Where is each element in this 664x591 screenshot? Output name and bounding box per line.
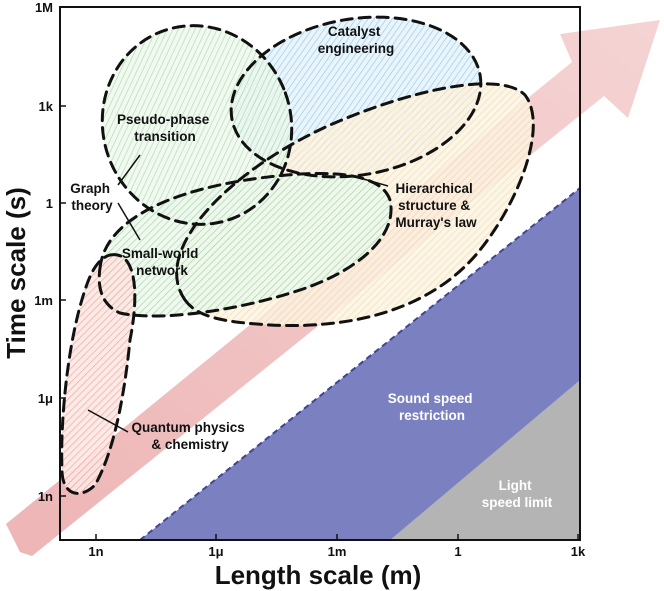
graph-theory-leader-up <box>117 154 141 186</box>
y-axis-title: Time scale (s) <box>1 187 31 359</box>
sound-speed-label: Sound speed restriction <box>388 391 477 423</box>
x-tick-1m: 1m <box>328 544 347 559</box>
y-tick-1n: 1n <box>38 489 53 504</box>
x-tick-1u: 1μ <box>208 544 223 559</box>
x-tick-1n: 1n <box>88 544 103 559</box>
hierarchical-outline <box>175 82 535 328</box>
quantum-region <box>61 254 135 494</box>
quantum-leader <box>87 409 129 433</box>
pseudo-phase-outline <box>100 24 294 226</box>
x-tick-1: 1 <box>454 544 461 559</box>
plot-frame <box>59 6 581 541</box>
graph-theory-label: Graph theory <box>70 181 114 213</box>
hierarchical-leader <box>359 177 389 187</box>
graph-theory-leader-down <box>117 202 141 241</box>
y-tick-1u: 1μ <box>38 391 53 406</box>
y-tick-1k: 1k <box>39 99 54 114</box>
catalyst-outline <box>229 15 483 179</box>
catalyst-label: Catalyst engineering <box>318 24 395 56</box>
pseudo-phase-label: Pseudo-phase transition <box>117 112 213 144</box>
x-tick-1k: 1k <box>571 544 586 559</box>
x-axis-title: Length scale (m) <box>215 560 422 590</box>
y-tick-1: 1 <box>46 196 53 211</box>
small-world-outline <box>97 172 393 318</box>
quantum-outline <box>60 253 137 495</box>
light-speed-label: Light speed limit <box>482 478 553 510</box>
quantum-label: Quantum physics & chemistry <box>131 420 248 452</box>
small-world-label: Small-world network <box>122 246 202 278</box>
small-world-region <box>99 173 392 317</box>
y-tick-1m: 1m <box>34 293 53 308</box>
sound-speed-boundary <box>139 187 580 540</box>
light-speed-region <box>390 380 580 540</box>
hierarchical-label: Hierarchical structure & Murray's law <box>395 181 477 230</box>
y-tick-1M: 1M <box>35 0 53 15</box>
